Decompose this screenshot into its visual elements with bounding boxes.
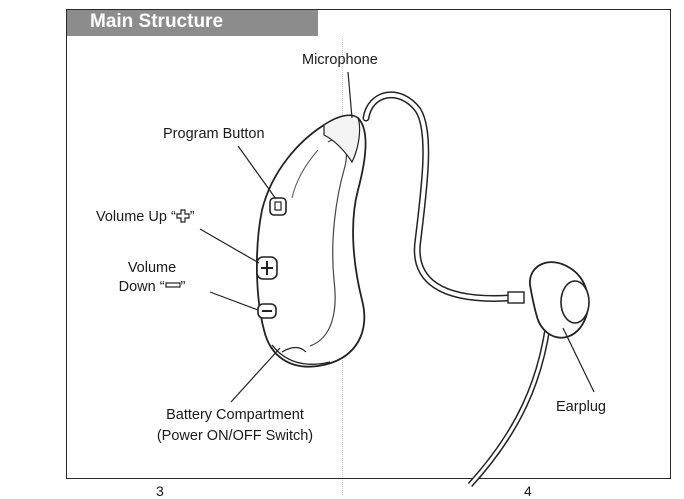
- earplug-label: Earplug: [556, 399, 606, 415]
- program-button-leader: [237, 145, 277, 200]
- volume-up-label-text: Volume Up “: [96, 209, 176, 225]
- program-button: [269, 197, 287, 216]
- microphone-label: Microphone: [302, 52, 378, 68]
- volume-up-leader: [199, 228, 260, 264]
- right-page-number: 4: [524, 483, 532, 499]
- minus-icon: [164, 277, 181, 288]
- title-bar: [67, 10, 318, 36]
- hearing-aid-body: [256, 114, 367, 368]
- volume-up-label: Volume Up “ ”: [96, 208, 195, 226]
- volume-down-label-close: ”: [180, 279, 186, 295]
- battery-label-line2: (Power ON/OFF Switch): [156, 428, 314, 444]
- plus-icon: [176, 209, 190, 223]
- volume-down-leader: [209, 291, 259, 311]
- battery-compartment-label: Battery Compartment (Power ON/OFF Switch…: [140, 406, 330, 445]
- volume-up-label-close: ”: [189, 209, 195, 225]
- volume-down-label-line2: Down “ ”: [108, 277, 196, 296]
- sound-tube: [362, 91, 514, 302]
- program-button-label: Program Button: [163, 126, 265, 142]
- earplug-leader: [562, 327, 595, 393]
- volume-down-label: Volume Down “ ”: [108, 259, 196, 296]
- volume-down-label-line1: Volume: [127, 260, 177, 276]
- left-page-number: 3: [156, 483, 164, 499]
- microphone-leader: [347, 71, 353, 119]
- section-title: Main Structure: [90, 11, 224, 32]
- diagram-frame: [66, 9, 671, 479]
- retention-wire: [467, 324, 551, 488]
- battery-label-line1: Battery Compartment: [166, 407, 304, 423]
- volume-down-label-text: Down “: [118, 279, 165, 295]
- battery-leader: [230, 347, 281, 403]
